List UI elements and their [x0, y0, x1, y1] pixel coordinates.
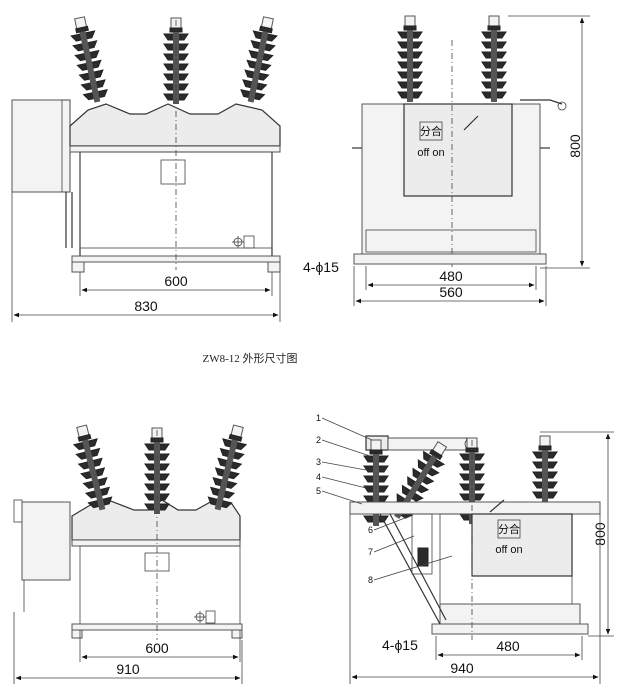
side-bottom-bolt-label: 4-ϕ15 [382, 637, 418, 653]
side-view-top: 分合 off on 800 4-ϕ15 480 560 [303, 15, 590, 306]
callout-1: 1 [316, 413, 321, 423]
callout-2: 2 [316, 435, 321, 445]
side-bottom-dim-480: 480 [496, 638, 520, 654]
drawing-caption: ZW8-12 外形尺寸图 [202, 351, 297, 365]
switch-label-cn-top: 分合 [420, 124, 442, 138]
side-top-bolt-label: 4-ϕ15 [303, 259, 339, 275]
switch-label-en-bottom: off on [495, 544, 522, 556]
callout-8: 8 [368, 575, 373, 585]
side-top-dim-560: 560 [439, 284, 463, 300]
side-top-dim-800: 800 [567, 134, 583, 158]
front-view-top: 600 830 [11, 14, 281, 322]
front-top-dim-600: 600 [164, 273, 188, 289]
switch-label-en-top: off on [417, 147, 444, 159]
side-bottom-dim-940: 940 [450, 660, 474, 676]
front-top-dim-830: 830 [134, 298, 158, 314]
callout-4: 4 [316, 472, 321, 482]
callout-6: 6 [368, 525, 373, 535]
front-view-bottom: 600 910 [13, 422, 251, 684]
side-top-dim-480: 480 [439, 268, 463, 284]
front-bottom-dim-600: 600 [145, 640, 169, 656]
side-view-bottom: 分合 off on 1 2 3 4 5 6 7 8 800 4-ϕ15 [316, 413, 614, 684]
front-bottom-dim-910: 910 [116, 661, 140, 677]
callout-3: 3 [316, 457, 321, 467]
callout-labels: 1 2 3 4 5 6 7 8 [316, 413, 453, 585]
callout-7: 7 [368, 547, 373, 557]
callout-5: 5 [316, 486, 321, 496]
switch-label-cn-bottom: 分合 [498, 522, 520, 536]
